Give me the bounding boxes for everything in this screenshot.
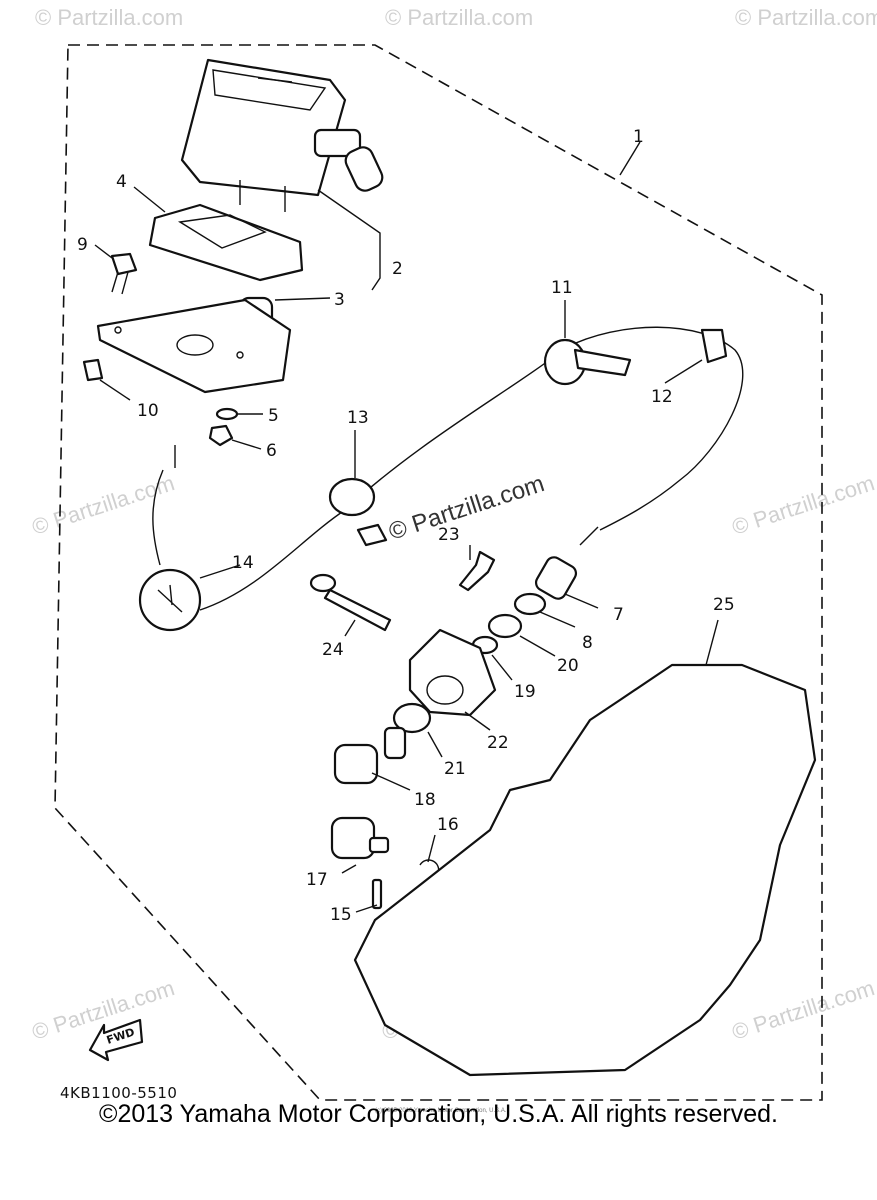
- nut-6: [208, 424, 234, 447]
- callout-20: 20: [557, 656, 579, 676]
- sleeve-gear-7: [534, 526, 599, 600]
- o-ring-21: [392, 702, 432, 734]
- speedometer-cable-14: [138, 326, 744, 632]
- callout-12: 12: [651, 387, 673, 407]
- collar-10: [82, 358, 104, 382]
- callout-2: 2: [392, 259, 403, 279]
- watermark-top-right: © Partzilla.com: [735, 5, 877, 30]
- callout-5: 5: [268, 406, 279, 426]
- meter-bracket: [148, 203, 304, 282]
- watermark-top-left: © Partzilla.com: [35, 5, 183, 30]
- callout-14: 14: [232, 553, 254, 573]
- cable-clip-12: [700, 328, 728, 364]
- gasket-25: [353, 663, 817, 1077]
- callout-11: 11: [551, 278, 573, 298]
- catalog-code: 4KB1100-5510: [60, 1084, 177, 1102]
- watermark-mid-left: © Partzilla.com: [29, 470, 178, 540]
- callout-15: 15: [330, 905, 352, 925]
- washer-5: [215, 407, 239, 421]
- cable-clamp-13: [328, 477, 388, 547]
- callout-21: 21: [444, 759, 466, 779]
- callout-leaders: [94, 141, 719, 913]
- watermark-center: © Partzilla.com: [386, 470, 548, 546]
- speedometer-unit: [180, 58, 384, 212]
- gear-17: [330, 816, 390, 860]
- pin-15: [371, 878, 383, 910]
- callout-22: 22: [487, 733, 509, 753]
- copyright-footer: ©2013 Yamaha Motor Corporation, U.S.A. A…: [99, 1100, 778, 1128]
- gear-housing-22: [408, 628, 497, 717]
- watermark-mid-right: © Partzilla.com: [729, 470, 877, 540]
- callout-16: 16: [437, 815, 459, 835]
- oil-seal-20: [487, 613, 523, 639]
- callout-17: 17: [306, 870, 328, 890]
- watermark-bottom-right: © Partzilla.com: [729, 975, 877, 1045]
- o-ring-8: [513, 592, 547, 616]
- callout-19: 19: [514, 682, 536, 702]
- callout-18: 18: [414, 790, 436, 810]
- callout-24: 24: [322, 640, 344, 660]
- callout-9: 9: [77, 235, 88, 255]
- callout-10: 10: [137, 401, 159, 421]
- callout-8: 8: [582, 633, 593, 653]
- fine-print: (c) 2005-2016 Yamaha Motor Corporation, …: [375, 1108, 507, 1114]
- cable-band-11: [543, 338, 632, 386]
- bolt-9: [110, 252, 138, 295]
- forward-arrow-icon: FWD: [88, 1018, 144, 1062]
- callout-23: 23: [438, 525, 460, 545]
- callout-25: 25: [713, 595, 735, 615]
- mounting-plate: [96, 298, 292, 394]
- callout-7: 7: [613, 605, 624, 625]
- callout-4: 4: [116, 172, 127, 192]
- callout-1: 1: [633, 127, 644, 147]
- callout-13: 13: [347, 408, 369, 428]
- watermark-top-center: © Partzilla.com: [385, 5, 533, 30]
- callout-6: 6: [266, 441, 277, 461]
- callout-3: 3: [334, 290, 345, 310]
- bolt-24: [309, 573, 392, 632]
- assembly-boundary: [54, 44, 823, 1101]
- bolt-23: [458, 550, 496, 592]
- drive-gear-18: [333, 726, 407, 785]
- callout-labels: 1 2 3 4 5 6 7 8 9 10 11 12 13 14 15 16 1…: [77, 127, 735, 925]
